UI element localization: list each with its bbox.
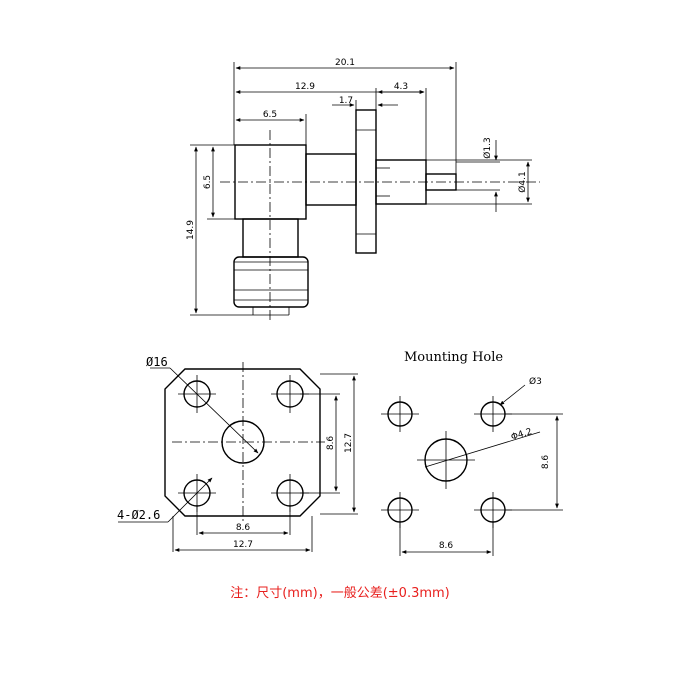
dim-overall-length: 20.1 [335,58,355,68]
dim-hole-spacing-h: 8.6 [236,523,251,533]
side-view: 20.1 12.9 4.3 1.7 6.5 14.9 6.5 Ø1.3 Ø4.1 [186,58,540,322]
small-hole-dia: Ø3 [529,376,542,387]
front-view: Ø16 4-Ø2.6 8.6 12.7 8.6 12.7 [117,355,358,552]
dim-flange-height: 12.7 [344,433,354,453]
dim-pin-protrusion: 4.3 [394,82,408,92]
dim-overall-height: 14.9 [186,220,196,240]
tolerance-note: 注：尺寸(mm)，一般公差(±0.3mm) [230,586,450,601]
dim-mount-spacing-v: 8.6 [541,455,551,470]
dim-flange-thickness: 1.7 [339,96,353,106]
mounting-hole-title: Mounting Hole [404,350,503,365]
flange-hole-label: 4-Ø2.6 [117,508,160,522]
dim-body-width: 6.5 [263,110,277,120]
stem [242,218,299,258]
dim-pin-dia: Ø1.3 [482,137,493,158]
dim-body-height: 6.5 [203,175,213,189]
connector-neck [305,153,357,206]
dim-dielectric-dia: Ø4.1 [517,171,528,192]
dim-body-to-pin: 12.9 [295,82,315,92]
dim-flange-width: 12.7 [233,540,253,550]
dim-mount-spacing-h: 8.6 [439,541,454,551]
flange [355,109,377,254]
center-hole-dia: Φ4.2 [510,427,533,443]
dim-hole-spacing-v: 8.6 [326,436,336,451]
hex-nut [233,256,309,308]
thread-dia-label: Ø16 [146,355,168,369]
flange-outline [164,368,321,517]
mounting-hole-view: Mounting Hole Ø3 Φ4.2 8.6 8.6 [381,350,563,556]
